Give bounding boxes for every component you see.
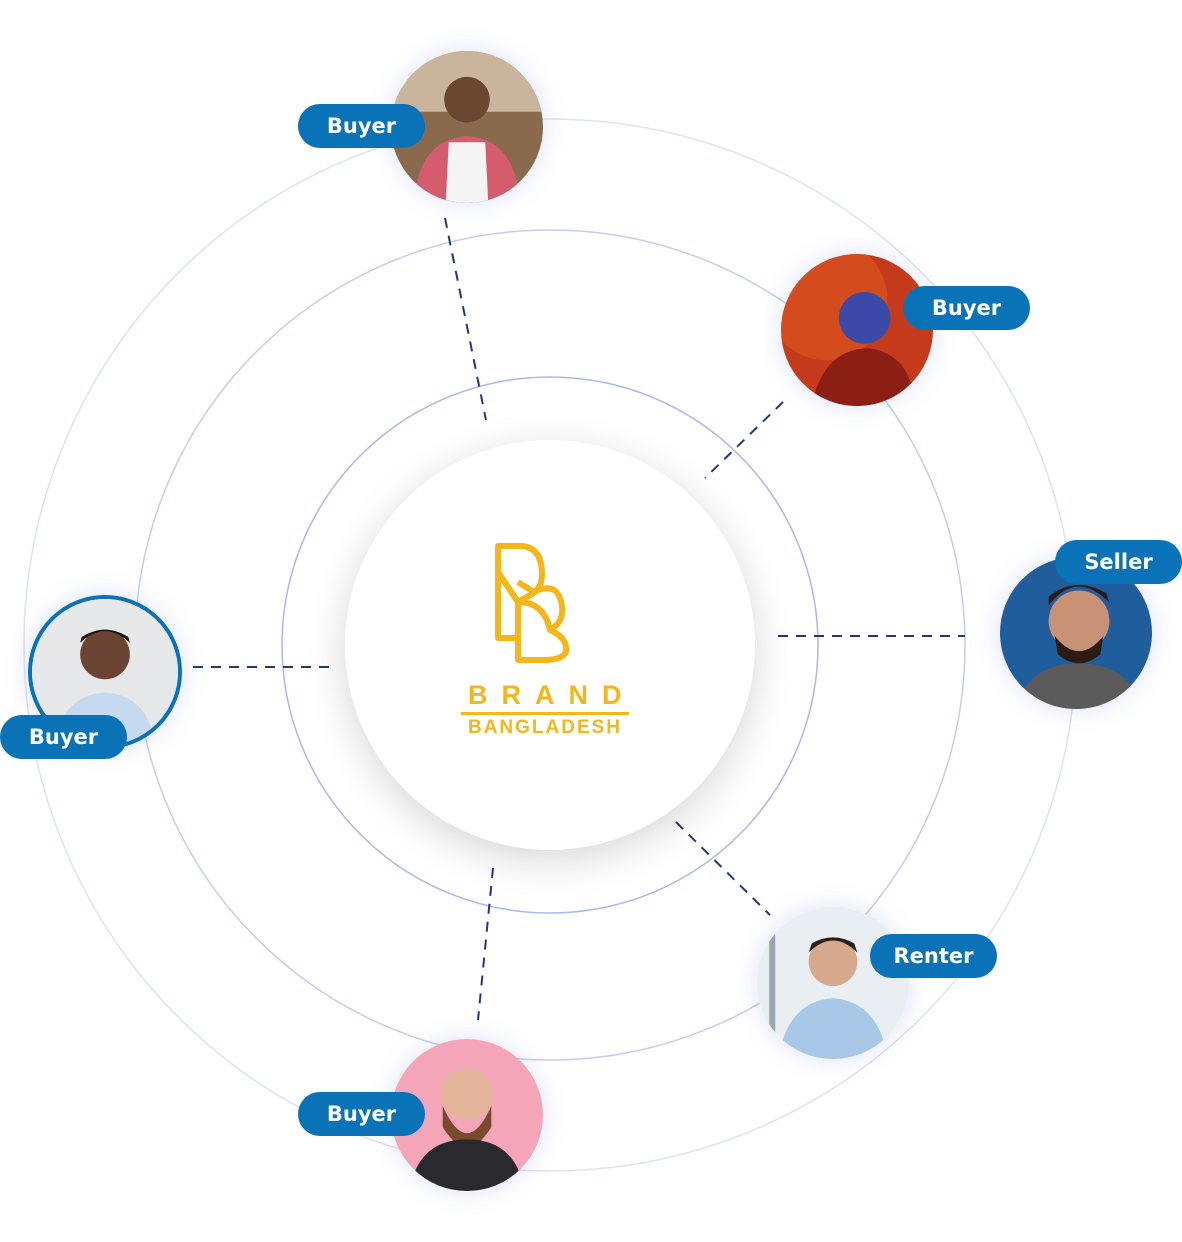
role-badge-buyer-bottom: Buyer: [298, 1092, 425, 1136]
role-badge-buyer-left: Buyer: [0, 715, 127, 759]
brand-center-circle: [345, 440, 755, 850]
brand-subtitle: BANGLADESH: [467, 717, 623, 738]
role-badge-seller: Seller: [1055, 540, 1182, 584]
role-badge-renter: Renter: [870, 934, 997, 978]
brand-name: BRAND: [468, 680, 636, 710]
avatar-renter[interactable]: [757, 907, 909, 1059]
brand-divider: [461, 712, 629, 715]
role-badge-buyer-top: Buyer: [298, 104, 425, 148]
brand-logo-icon: [495, 543, 570, 663]
role-badge-buyer-right: Buyer: [903, 286, 1030, 330]
avatar-buyer-right[interactable]: [781, 254, 933, 406]
avatar-buyer-top[interactable]: [391, 51, 543, 203]
